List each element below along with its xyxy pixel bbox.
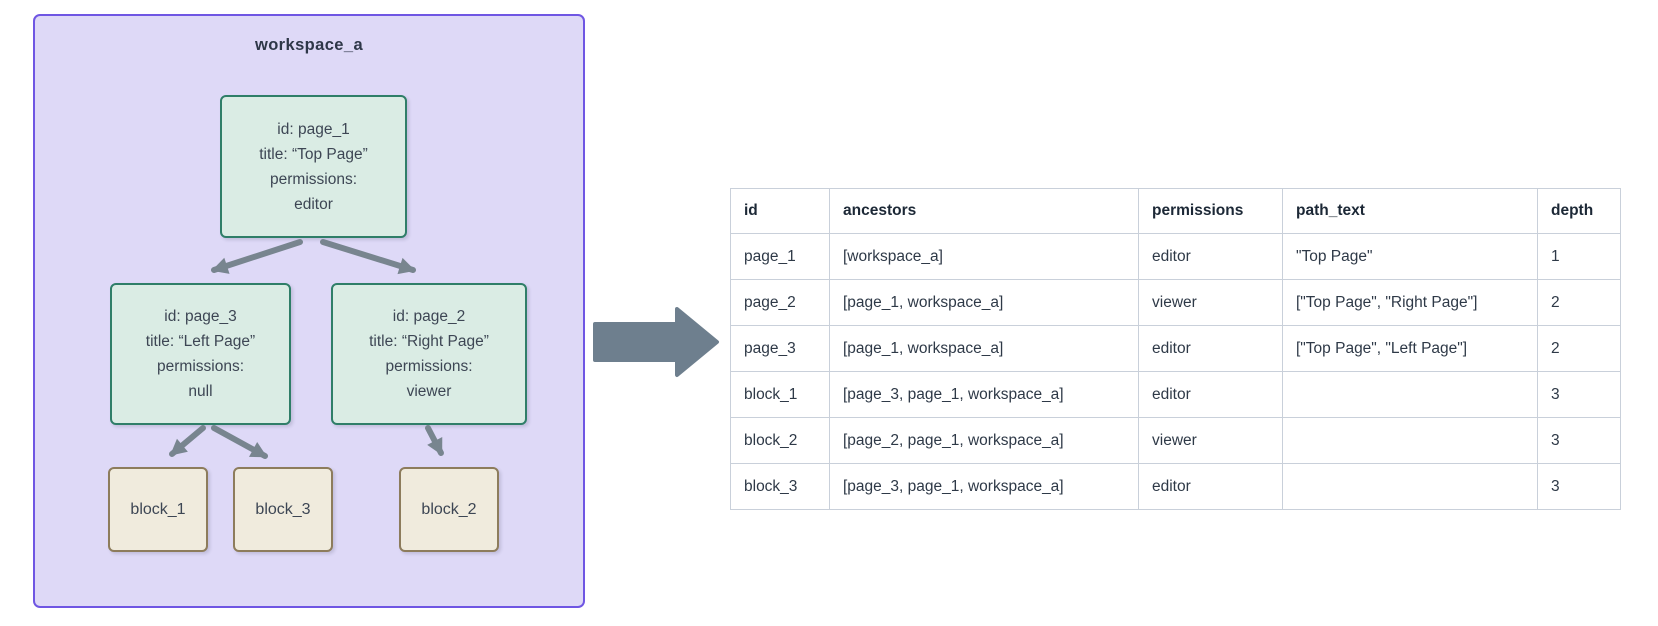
- table-row: block_1 [page_3, page_1, workspace_a] ed…: [730, 371, 1621, 418]
- cell-ancestors: [page_3, page_1, workspace_a]: [829, 371, 1139, 418]
- node-page-3-permissions-value: null: [188, 383, 213, 400]
- cell-path-text: [1282, 371, 1538, 418]
- node-block-2: block_2: [399, 467, 499, 552]
- cell-ancestors: [page_1, workspace_a]: [829, 325, 1139, 372]
- cell-ancestors: [workspace_a]: [829, 233, 1139, 280]
- cell-ancestors: [page_2, page_1, workspace_a]: [829, 417, 1139, 464]
- node-page-1-permissions-value: editor: [294, 195, 333, 213]
- cell-id: page_2: [730, 279, 830, 326]
- table-header-row: id ancestors permissions path_text depth: [730, 188, 1621, 234]
- table-row: block_2 [page_2, page_1, workspace_a] vi…: [730, 417, 1621, 464]
- cell-path-text: "Top Page": [1282, 233, 1538, 280]
- column-header-ancestors: ancestors: [829, 188, 1139, 234]
- node-page-3: id: page_3 title: “Left Page” permission…: [110, 283, 291, 425]
- node-block-2-label: block_2: [421, 501, 477, 518]
- cell-path-text: ["Top Page", "Right Page"]: [1282, 279, 1538, 326]
- node-page-2-title: title: “Right Page”: [369, 333, 489, 350]
- cell-permissions: viewer: [1138, 279, 1283, 326]
- cell-id: page_1: [730, 233, 830, 280]
- result-table: id ancestors permissions path_text depth…: [730, 188, 1621, 510]
- node-block-3-label: block_3: [255, 501, 311, 518]
- cell-id: page_3: [730, 325, 830, 372]
- cell-depth: 3: [1537, 463, 1621, 510]
- cell-permissions: viewer: [1138, 417, 1283, 464]
- flow-arrow-icon: [593, 307, 719, 377]
- node-page-2: id: page_2 title: “Right Page” permissio…: [331, 283, 527, 425]
- node-page-1-permissions-label: permissions:: [270, 170, 357, 188]
- cell-depth: 3: [1537, 371, 1621, 418]
- table-row: page_1 [workspace_a] editor "Top Page" 1: [730, 233, 1621, 280]
- node-page-1-id: id: page_1: [277, 120, 350, 138]
- column-header-depth: depth: [1537, 188, 1621, 234]
- column-header-id: id: [730, 188, 830, 234]
- node-page-3-title: title: “Left Page”: [145, 333, 256, 350]
- cell-id: block_1: [730, 371, 830, 418]
- cell-permissions: editor: [1138, 371, 1283, 418]
- column-header-permissions: permissions: [1138, 188, 1283, 234]
- cell-path-text: [1282, 417, 1538, 464]
- node-page-1-title: title: “Top Page”: [259, 145, 368, 163]
- table-row: page_2 [page_1, workspace_a] viewer ["To…: [730, 279, 1621, 326]
- cell-depth: 2: [1537, 279, 1621, 326]
- node-page-1: id: page_1 title: “Top Page” permissions…: [220, 95, 407, 238]
- node-page-3-permissions-label: permissions:: [157, 358, 244, 375]
- node-page-3-id: id: page_3: [164, 308, 237, 325]
- cell-depth: 1: [1537, 233, 1621, 280]
- node-block-3: block_3: [233, 467, 333, 552]
- cell-depth: 2: [1537, 325, 1621, 372]
- column-header-path-text: path_text: [1282, 188, 1538, 234]
- cell-permissions: editor: [1138, 325, 1283, 372]
- cell-ancestors: [page_1, workspace_a]: [829, 279, 1139, 326]
- cell-ancestors: [page_3, page_1, workspace_a]: [829, 463, 1139, 510]
- node-page-2-permissions-label: permissions:: [385, 358, 473, 375]
- table-row: page_3 [page_1, workspace_a] editor ["To…: [730, 325, 1621, 372]
- node-block-1-label: block_1: [130, 501, 186, 518]
- workspace-title: workspace_a: [254, 36, 364, 54]
- cell-path-text: ["Top Page", "Left Page"]: [1282, 325, 1538, 372]
- cell-depth: 3: [1537, 417, 1621, 464]
- node-page-2-id: id: page_2: [392, 308, 466, 325]
- node-page-2-permissions-value: viewer: [406, 383, 452, 400]
- cell-id: block_2: [730, 417, 830, 464]
- node-block-1: block_1: [108, 467, 208, 552]
- cell-id: block_3: [730, 463, 830, 510]
- cell-path-text: [1282, 463, 1538, 510]
- cell-permissions: editor: [1138, 463, 1283, 510]
- table-row: block_3 [page_3, page_1, workspace_a] ed…: [730, 463, 1621, 510]
- cell-permissions: editor: [1138, 233, 1283, 280]
